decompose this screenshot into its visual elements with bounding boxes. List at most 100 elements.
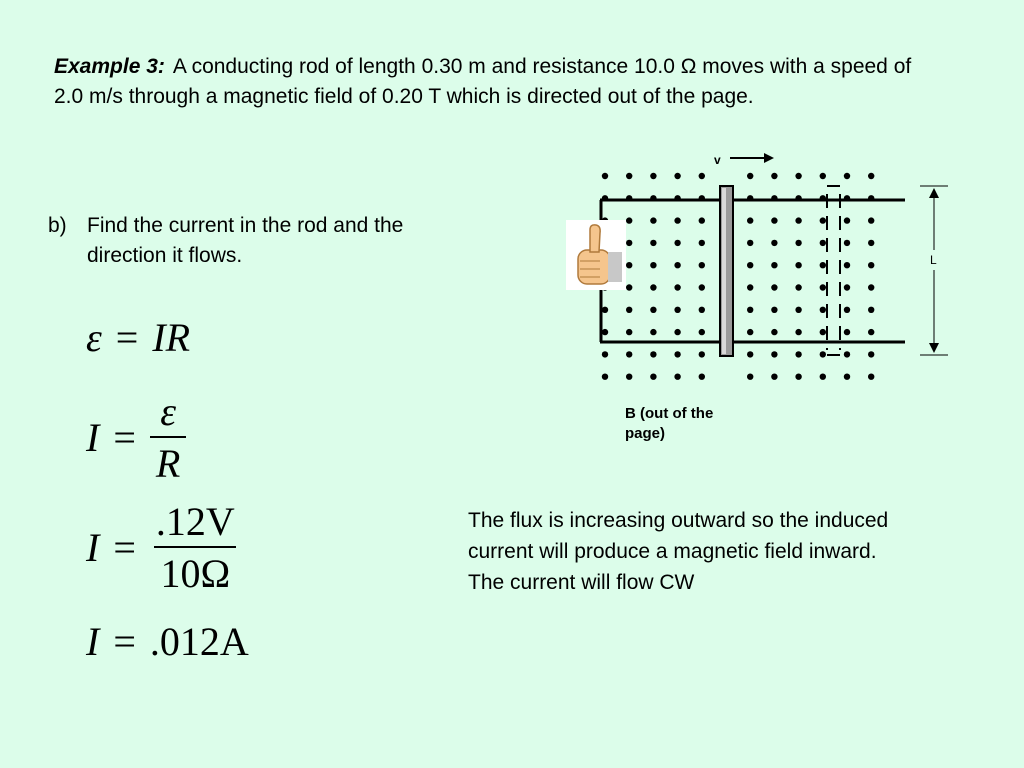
equation-current-values: I = .12V 10Ω: [86, 502, 241, 594]
eq2-operator: =: [113, 415, 136, 460]
field-dot: [771, 239, 778, 247]
field-dot: [819, 306, 826, 313]
field-dot: [795, 172, 802, 180]
field-dot: [601, 373, 609, 380]
field-dot: [650, 239, 657, 247]
field-dot: [795, 217, 802, 224]
field-dot: [674, 373, 681, 380]
magnetic-field-diagram: v L: [566, 153, 948, 380]
eq4-operator: =: [113, 619, 136, 664]
eq1-operator: =: [115, 315, 139, 360]
field-dot: [843, 172, 851, 180]
field-dot: [698, 373, 705, 380]
field-dot: [771, 262, 778, 269]
velocity-arrow-icon: [764, 153, 774, 163]
equation-current-fraction: I = ε R: [86, 389, 187, 484]
field-dot: [747, 306, 754, 313]
field-dot: [698, 284, 705, 291]
field-dot: [771, 217, 778, 224]
field-dot: [626, 217, 633, 224]
field-dot: [843, 328, 851, 336]
field-dot: [771, 306, 778, 313]
field-dot: [626, 351, 633, 358]
eq1-right: IR: [152, 315, 191, 360]
field-dot: [747, 217, 754, 224]
field-dot: [650, 172, 657, 180]
eq3-fraction: .12V 10Ω: [150, 502, 241, 594]
thumbs-up-hand-icon: [566, 220, 626, 290]
field-dot: [698, 351, 705, 358]
field-dot: [868, 351, 875, 358]
field-dot: [674, 262, 681, 269]
field-dot: [795, 373, 802, 380]
eq2-denominator: R: [149, 436, 187, 484]
field-dot: [747, 373, 754, 380]
field-dot: [674, 284, 681, 291]
field-dot: [868, 328, 875, 336]
field-dot: [868, 306, 875, 313]
field-dot: [650, 373, 657, 380]
field-dot: [819, 284, 826, 291]
part-b: b) Find the current in the rod and the d…: [48, 211, 488, 271]
length-arrow-up-icon: [929, 188, 939, 198]
field-dot: [795, 351, 802, 358]
field-dot: [626, 262, 633, 269]
field-dot: [698, 239, 705, 247]
field-dot: [650, 284, 657, 291]
velocity-label: v: [714, 153, 721, 167]
field-dot: [819, 373, 826, 380]
part-b-question: Find the current in the rod and the dire…: [87, 214, 404, 267]
field-dot: [795, 328, 802, 336]
field-dot: [771, 172, 778, 180]
problem-statement: Example 3:A conducting rod of length 0.3…: [54, 52, 914, 112]
field-dot: [795, 262, 802, 269]
hand-cuff: [608, 252, 622, 282]
field-dot: [868, 284, 875, 291]
field-dot: [626, 239, 633, 247]
field-dot: [601, 306, 609, 313]
eq1-left: ε: [86, 315, 102, 360]
length-arrow-down-icon: [929, 343, 939, 353]
field-dot: [650, 262, 657, 269]
field-dot: [674, 217, 681, 224]
field-dot: [674, 351, 681, 358]
field-dot: [650, 217, 657, 224]
field-dot: [626, 373, 633, 380]
hand-fist: [577, 249, 611, 285]
field-dot: [626, 328, 633, 336]
length-label: L: [930, 253, 937, 267]
eq4-left: I: [86, 619, 100, 664]
field-dot: [771, 328, 778, 336]
field-dot: [868, 373, 875, 380]
field-dot: [771, 373, 778, 380]
eq4-right: .012A: [149, 619, 249, 664]
field-dot: [626, 172, 633, 180]
field-dots: [601, 172, 875, 380]
field-dot: [795, 306, 802, 313]
field-dot: [601, 328, 609, 336]
field-dot: [698, 172, 705, 180]
field-dot: [650, 328, 657, 336]
eq3-operator: =: [113, 525, 136, 570]
field-dot: [819, 262, 826, 269]
field-dot: [747, 351, 754, 358]
field-dot: [674, 328, 681, 336]
example-label: Example 3:: [54, 55, 165, 78]
field-dot: [601, 351, 609, 358]
field-dot: [650, 306, 657, 313]
eq2-numerator: ε: [160, 389, 176, 434]
field-dot: [843, 351, 851, 358]
field-dot: [843, 262, 851, 269]
field-dot: [674, 239, 681, 247]
field-dot: [747, 172, 754, 180]
eq3-left: I: [86, 525, 100, 570]
field-caption: B (out of the page): [625, 405, 714, 442]
field-dot: [650, 351, 657, 358]
field-dot: [747, 328, 754, 336]
eq3-numerator: .12V: [155, 499, 235, 544]
hand-thumb: [589, 224, 601, 253]
eq2-fraction: ε R: [149, 389, 187, 484]
field-dot: [698, 328, 705, 336]
field-dot: [698, 306, 705, 313]
field-dot: [747, 284, 754, 291]
